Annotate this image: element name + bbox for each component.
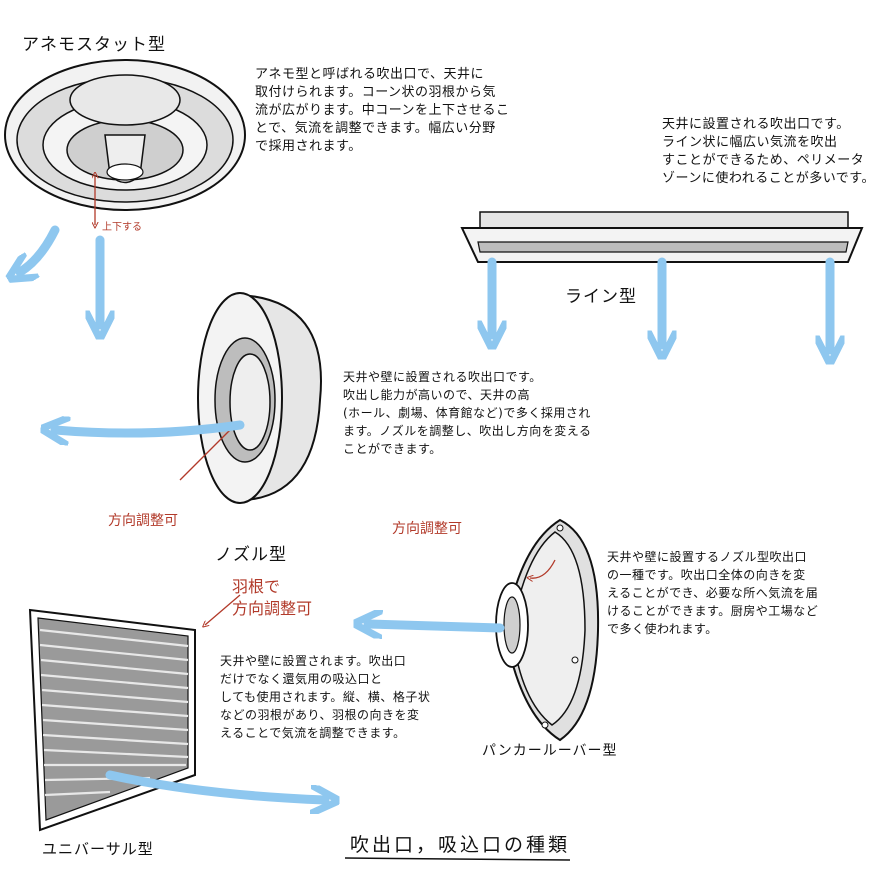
anemostat-title: アネモスタット型 bbox=[22, 35, 166, 55]
nozzle-adjust-label: 方向調整可 bbox=[108, 513, 178, 529]
punkah-title: パンカールーバー型 bbox=[482, 743, 618, 759]
universal-title: ユニバーサル型 bbox=[42, 840, 154, 858]
airflow-arrow bbox=[55, 425, 245, 433]
main-title: 吹出口，吸込口の種類 bbox=[350, 834, 571, 856]
line-diffuser-drawing bbox=[460, 211, 864, 263]
airflow-arrow bbox=[20, 225, 60, 272]
line-description: 天井に設置される吹出口です。 ライン状に幅広い気流を吹出 すことができるため、ペ… bbox=[662, 117, 873, 186]
punkah-adjust-label: 方向調整可 bbox=[392, 521, 462, 537]
airflow-arrow bbox=[368, 624, 505, 628]
universal-description: 天井や壁に設置されます。吹出口 だけでなく還気用の吸込口と しても使用されます。… bbox=[220, 654, 431, 740]
anemostat-lift-label: 上下する bbox=[102, 222, 142, 233]
anemostat-description: アネモ型と呼ばれる吹出口で、天井に 取付けられます。コーン状の羽根から気 流が広… bbox=[255, 67, 510, 154]
nozzle-title: ノズル型 bbox=[215, 545, 287, 565]
punkah-louver-drawing bbox=[495, 518, 600, 742]
nozzle-diffuser-drawing bbox=[179, 292, 322, 504]
nozzle-description: 天井や壁に設置される吹出口です。 吹出し能力が高いので、天井の高 (ホール、劇場… bbox=[343, 370, 592, 456]
universal-adjust-label: 羽根で 方向調整可 bbox=[232, 577, 313, 618]
anemostat-diffuser-drawing bbox=[4, 59, 246, 225]
punkah-description: 天井や壁に設置するノズル型吹出口 の一種です。吹出口全体の向きを変 えることがで… bbox=[607, 550, 819, 636]
universal-grille-drawing bbox=[28, 594, 241, 832]
airflow-arrow bbox=[105, 770, 325, 800]
line-title: ライン型 bbox=[565, 287, 637, 307]
